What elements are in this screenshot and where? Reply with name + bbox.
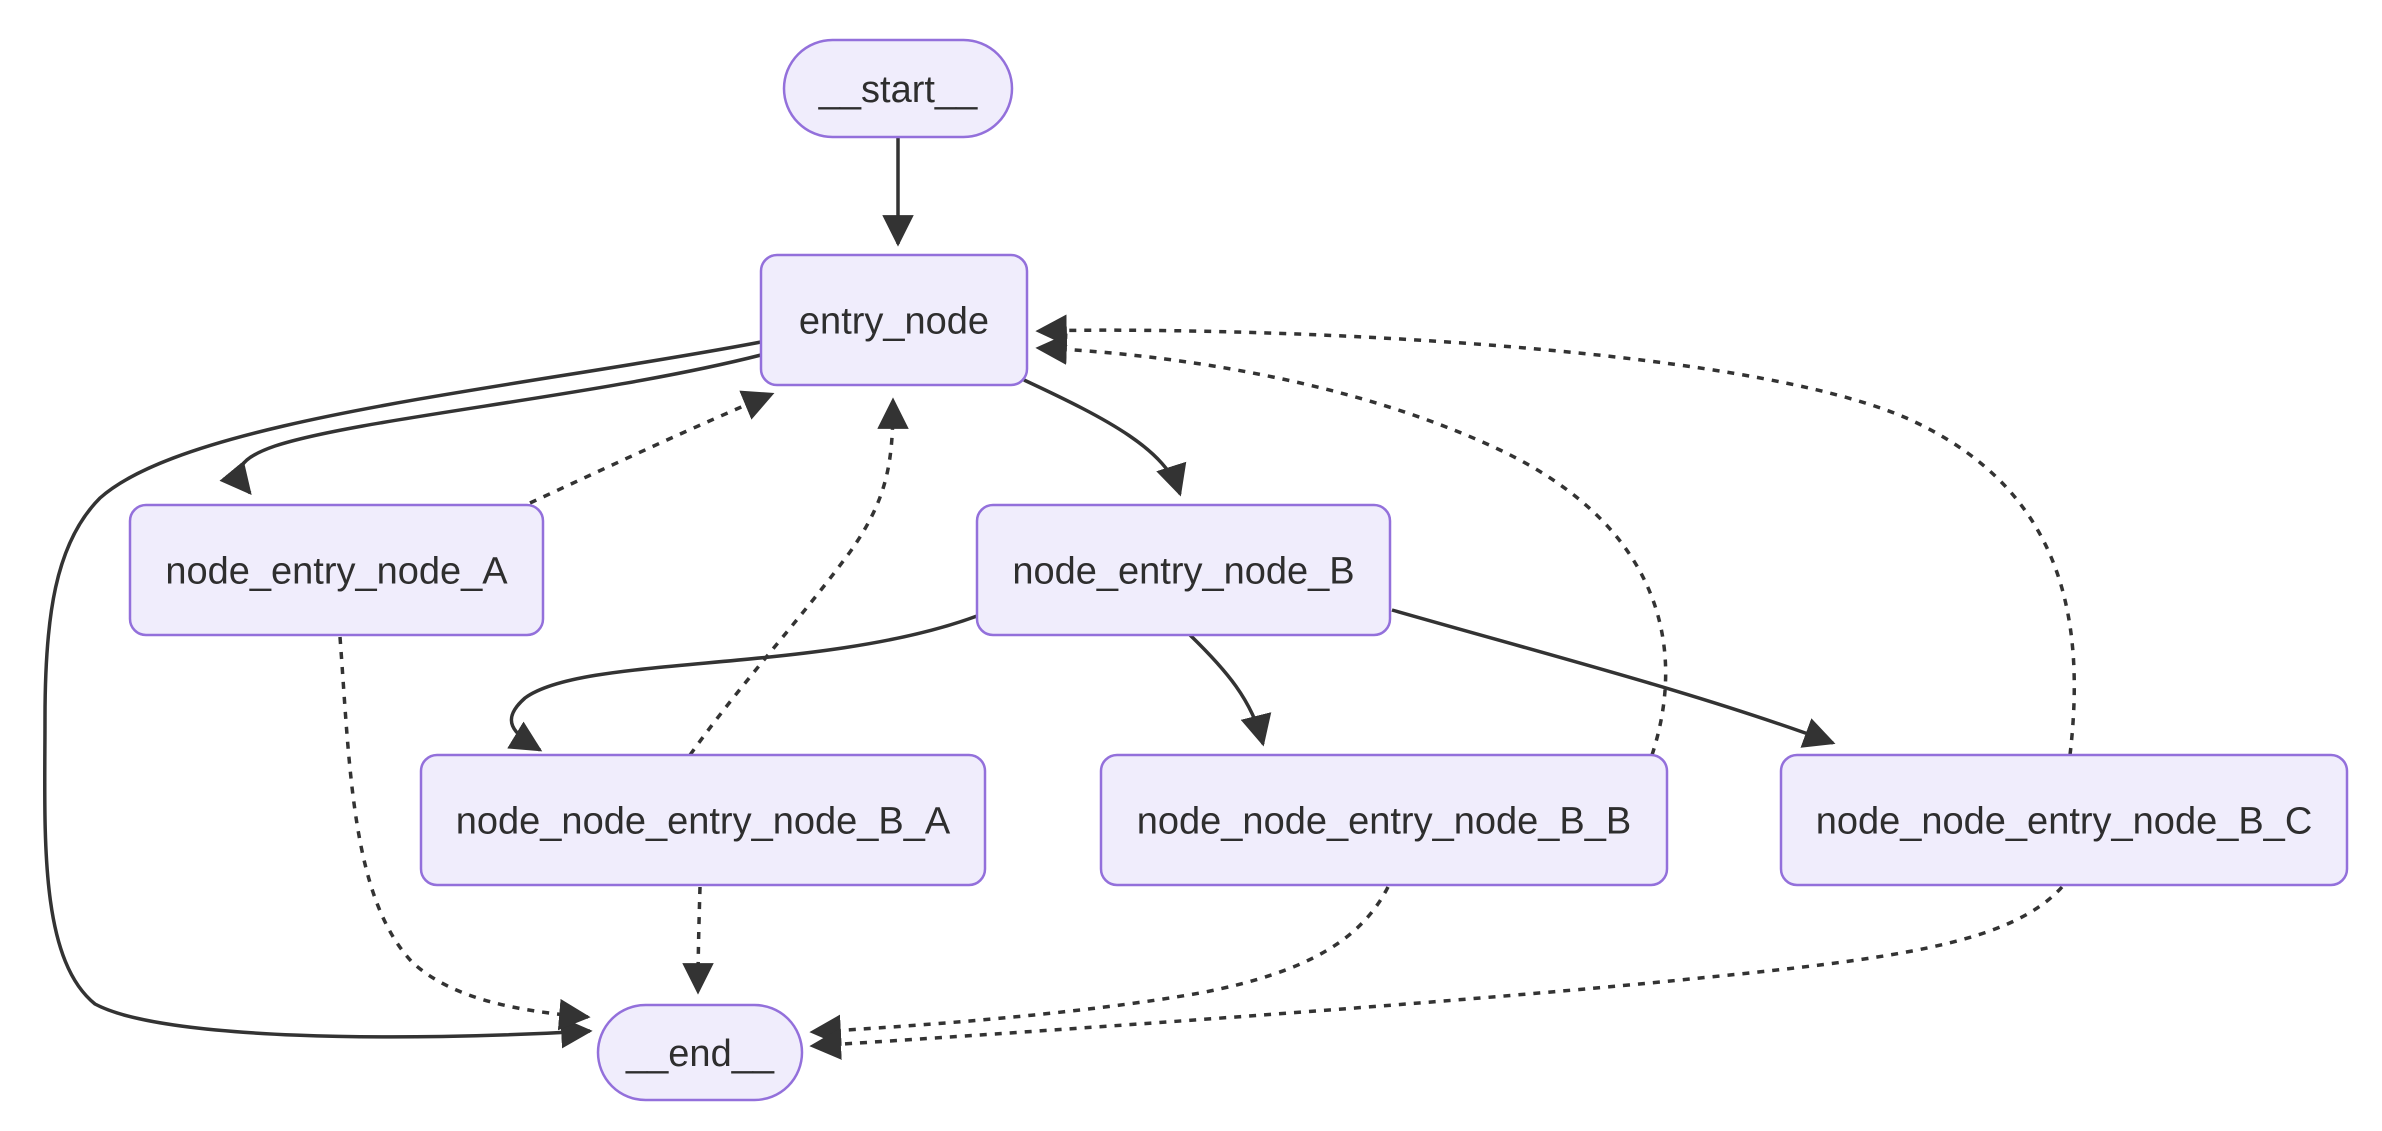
node-node_entry_node_A-shape [128, 503, 545, 637]
node-node_entry_node_A-label: node_entry_node_A [165, 550, 508, 592]
edge-entry_node-to-__end__ [42, 340, 762, 1049]
node-entry_node-shape [759, 253, 1029, 387]
node-node_entry_node_B-shape [975, 503, 1392, 637]
node-node_node_entry_node_B_C: node_node_entry_node_B_C [1779, 753, 2349, 887]
edge-node_node_entry_node_B_C-to-__end__ [809, 885, 2064, 1060]
edge-node_entry_node_B-to-node_node_entry_node_B_A [507, 614, 978, 752]
node-node_node_entry_node_B_C-shape [1779, 753, 2349, 887]
node-node_node_entry_node_B_C-label: node_node_entry_node_B_C [1816, 800, 2313, 842]
edge-entry_node-to-node_entry_node_A [219, 353, 762, 496]
node-__start__: __start__ [782, 38, 1014, 139]
node-node_node_entry_node_B_A-shape [419, 753, 987, 887]
node-node_node_entry_node_B_B-label: node_node_entry_node_B_B [1137, 800, 1631, 842]
node-node_entry_node_B: node_entry_node_B [975, 503, 1392, 637]
node-__end__: __end__ [596, 1003, 804, 1102]
node-node_entry_node_B-label: node_entry_node_B [1012, 550, 1354, 592]
edge-node_node_entry_node_B_C-to-entry_node [1035, 314, 2076, 756]
edge-node_entry_node_A-to-entry_node [529, 390, 775, 505]
node-__end__-shape [596, 1003, 804, 1102]
node-__start__-label: __start__ [818, 69, 978, 111]
edge-node_entry_node_B-to-node_node_entry_node_B_C [1391, 608, 1836, 748]
edge-node_entry_node_A-to-__end__ [338, 636, 591, 1031]
node-node_node_entry_node_B_A-label: node_node_entry_node_B_A [456, 800, 951, 842]
node-node_node_entry_node_B_A: node_node_entry_node_B_A [419, 753, 987, 887]
node-__end__-label: __end__ [625, 1033, 775, 1075]
node-entry_node-label: entry_node [799, 300, 989, 342]
node-node_node_entry_node_B_B-shape [1099, 753, 1669, 887]
edge-entry_node-to-node_entry_node_B [1023, 378, 1187, 497]
node-node_node_entry_node_B_B: node_node_entry_node_B_B [1099, 753, 1669, 887]
node-node_entry_node_A: node_entry_node_A [128, 503, 545, 637]
edge-node_node_entry_node_B_B-to-__end__ [809, 886, 1390, 1047]
edge-node_node_entry_node_B_A-to-entry_node [688, 397, 909, 757]
edge-node_node_entry_node_B_A-to-__end__ [682, 886, 714, 995]
edge-node_node_entry_node_B_B-to-entry_node [1035, 333, 1668, 756]
edge-node_entry_node_B-to-node_node_entry_node_B_B [1188, 633, 1272, 747]
node-entry_node: entry_node [759, 253, 1029, 387]
node-__start__-shape [782, 38, 1014, 139]
